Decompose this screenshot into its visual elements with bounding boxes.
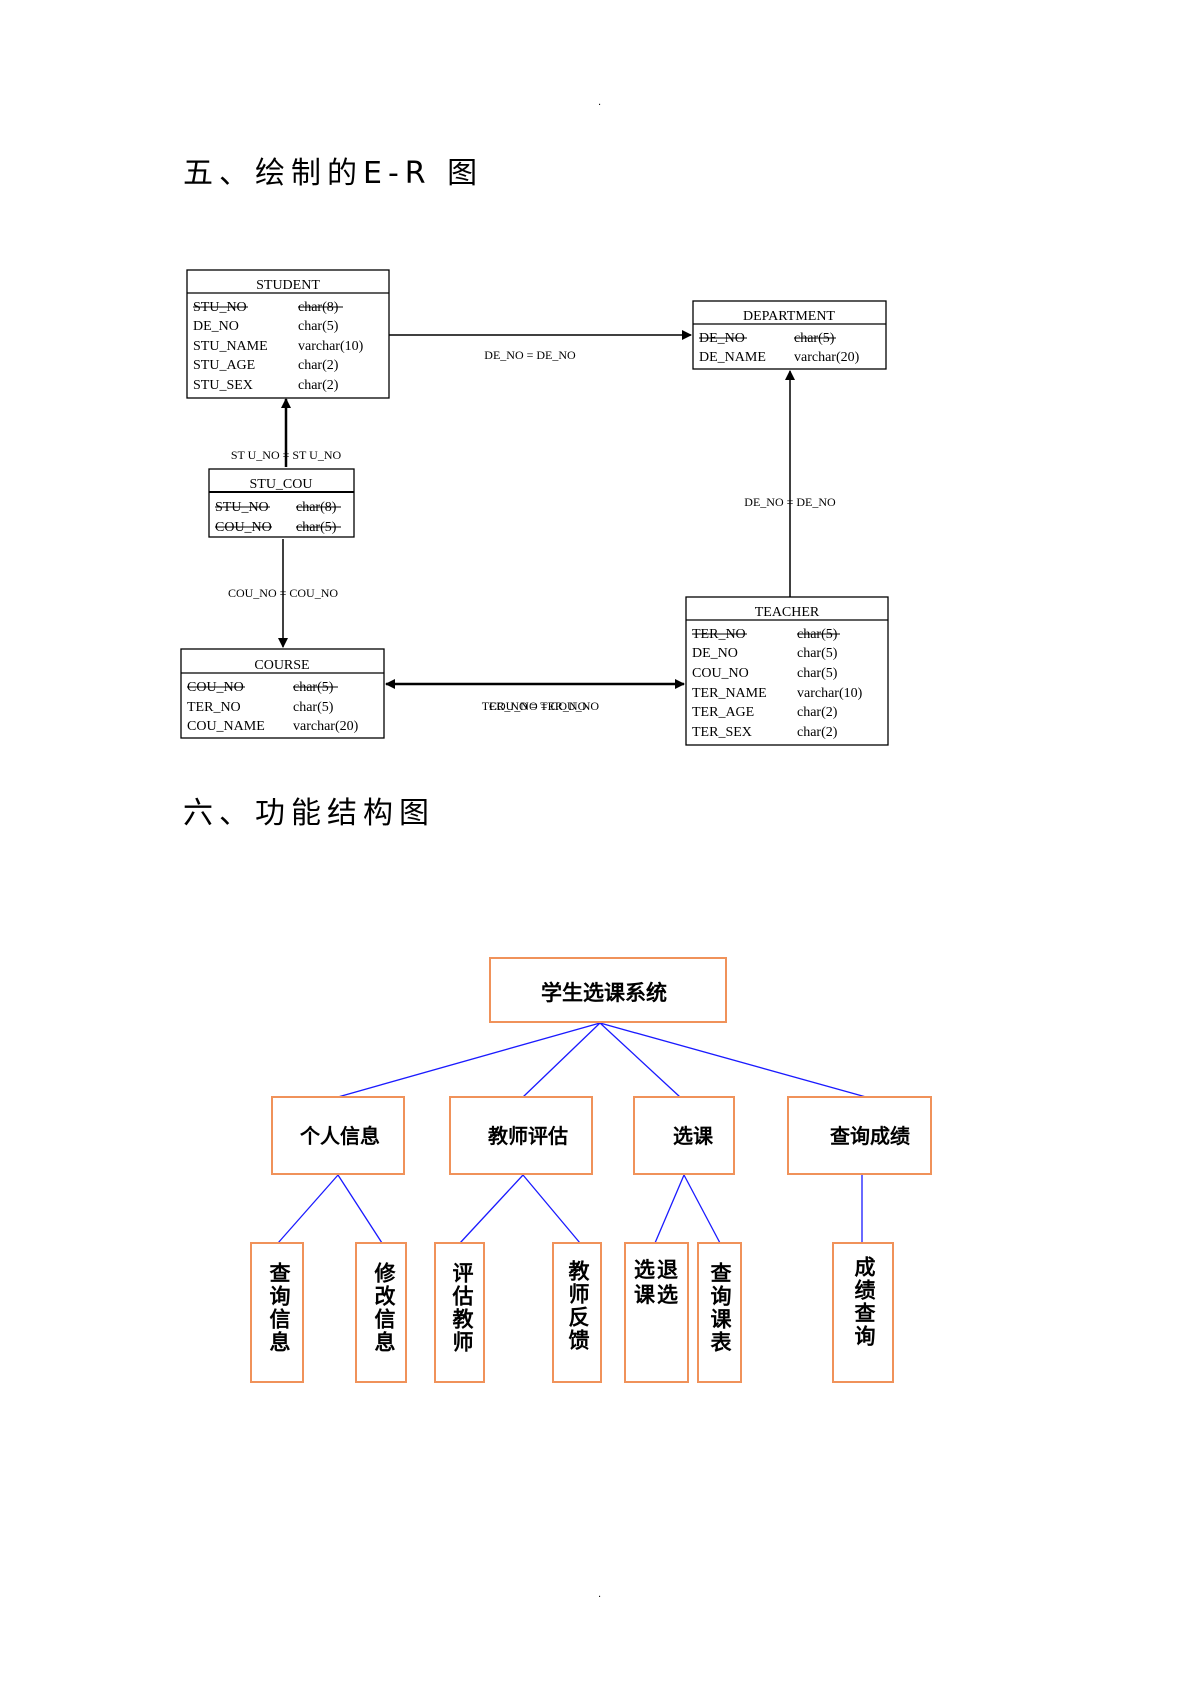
teacher-attr-type: char(2) — [797, 705, 838, 720]
module-label-grades: 查询成绩 — [830, 1124, 910, 1148]
teacher-attr-type: char(5) — [797, 646, 838, 661]
student-attr-field: STU_AGE — [193, 358, 255, 373]
teacher-attr-type: char(5) — [797, 666, 838, 681]
course-attr-field: COU_NAME — [187, 719, 265, 734]
entity-student: STUDENT STU_NO char(8) DE_NO char(5) STU… — [186, 269, 390, 399]
leaf-box-eval-teacher — [434, 1242, 485, 1383]
course-attr-type: varchar(20) — [293, 719, 359, 734]
student-attr-field: STU_SEX — [193, 378, 253, 393]
module-box-personal — [271, 1096, 405, 1175]
teacher-attr-field: TER_NAME — [692, 686, 767, 701]
student-attr-type: char(2) — [298, 358, 339, 373]
course-attr-type: char(5) — [293, 700, 334, 715]
connectors — [277, 1022, 867, 1244]
student-attr-type: char(2) — [298, 378, 339, 393]
leaf-box-teacher-feedback — [552, 1242, 602, 1383]
teacher-attr-field: COU_NO — [692, 666, 749, 681]
department-attr-type: varchar(20) — [794, 350, 860, 365]
module-label-personal: 个人信息 — [299, 1124, 380, 1148]
entity-stu-cou: STU_COU STU_NO char(8) COU_NO char(5) — [208, 468, 355, 538]
section-5-heading: 五、绘制的E-R 图 — [183, 156, 484, 191]
leaf-box-drop-select — [624, 1242, 689, 1383]
page-bottom-dot: . — [598, 1589, 602, 1600]
teacher-attr-field: TER_AGE — [692, 705, 754, 720]
relation-teacher-department: DE_NO = DE_NO — [744, 370, 836, 597]
leaf-label-drop-select: 选退课选 — [634, 1258, 680, 1307]
student-attr-field: DE_NO — [193, 319, 239, 334]
root-box — [489, 957, 727, 1023]
leaf-label-eval-teacher: 评估教师 — [450, 1262, 475, 1354]
student-attr-field: STU_NAME — [193, 339, 268, 354]
entity-course-title: COURSE — [254, 658, 309, 673]
module-box-evaluate — [449, 1096, 593, 1175]
leaf-label-query-schedule: 查询课表 — [708, 1261, 732, 1354]
relation-label: TER_NO = TER_NO — [482, 699, 587, 713]
department-attr-field: DE_NAME — [699, 350, 766, 365]
teacher-attr-field: TER_SEX — [692, 725, 752, 740]
entity-department: DEPARTMENT DE_NO char(5) DE_NAME varchar… — [692, 300, 887, 370]
student-attr-type: char(5) — [298, 319, 339, 334]
relation-label: DE_NO = DE_NO — [484, 348, 576, 362]
leaf-box-query-info — [250, 1242, 304, 1383]
leaf-label-query-info: 查询信息 — [267, 1261, 291, 1354]
leaf-box-modify-info — [355, 1242, 407, 1383]
teacher-attr-type: varchar(10) — [797, 686, 863, 701]
root-label: 学生选课系统 — [541, 981, 667, 1005]
function-diagram: 学生选课系统 个人信息 教师评估 选课 查询成绩 查询信息 修改信息 评估教师 … — [250, 957, 932, 1383]
entity-stu-cou-title: STU_COU — [249, 477, 312, 492]
section-6-heading: 六、功能结构图 — [183, 796, 435, 831]
leaf-box-query-schedule — [697, 1242, 742, 1383]
relation-label: COU_NO = COU_NO — [228, 586, 338, 600]
entity-student-title: STUDENT — [256, 278, 320, 293]
module-box-grades — [787, 1096, 932, 1175]
entity-teacher: TEACHER TER_NO char(5) DE_NO char(5) COU… — [685, 596, 889, 746]
leaf-label-teacher-feedback: 教师反馈 — [566, 1259, 590, 1352]
relation-course-teacher: TER_NO = TER_NO COU_NO = COU_NO — [385, 679, 685, 713]
course-attr-field: TER_NO — [187, 700, 241, 715]
relation-student-department: DE_NO = DE_NO — [389, 330, 692, 362]
leaf-box-grade-query — [832, 1242, 894, 1383]
module-label-evaluate: 教师评估 — [488, 1124, 568, 1148]
student-attr-type: varchar(10) — [298, 339, 364, 354]
relation-stucou-student: ST U_NO = ST U_NO — [231, 398, 342, 467]
relation-label: COU_NO = COU_NO — [489, 699, 599, 713]
entity-teacher-title: TEACHER — [755, 605, 820, 620]
relation-stucou-course: COU_NO = COU_NO — [228, 539, 338, 648]
leaf-label-modify-info: 修改信息 — [372, 1261, 397, 1354]
leaf-label-grade-query: 成绩查询 — [852, 1255, 876, 1348]
er-diagram: STUDENT STU_NO char(8) DE_NO char(5) STU… — [180, 269, 889, 746]
teacher-attr-type: char(2) — [797, 725, 838, 740]
module-box-select — [633, 1096, 735, 1175]
page-top-dot: . — [598, 97, 602, 108]
module-label-select: 选课 — [673, 1124, 714, 1148]
entity-department-title: DEPARTMENT — [743, 309, 835, 324]
teacher-attr-field: DE_NO — [692, 646, 738, 661]
relation-label: DE_NO = DE_NO — [744, 495, 836, 509]
entity-course: COURSE COU_NO char(5) TER_NO char(5) COU… — [180, 648, 385, 739]
relation-label: ST U_NO = ST U_NO — [231, 448, 342, 462]
